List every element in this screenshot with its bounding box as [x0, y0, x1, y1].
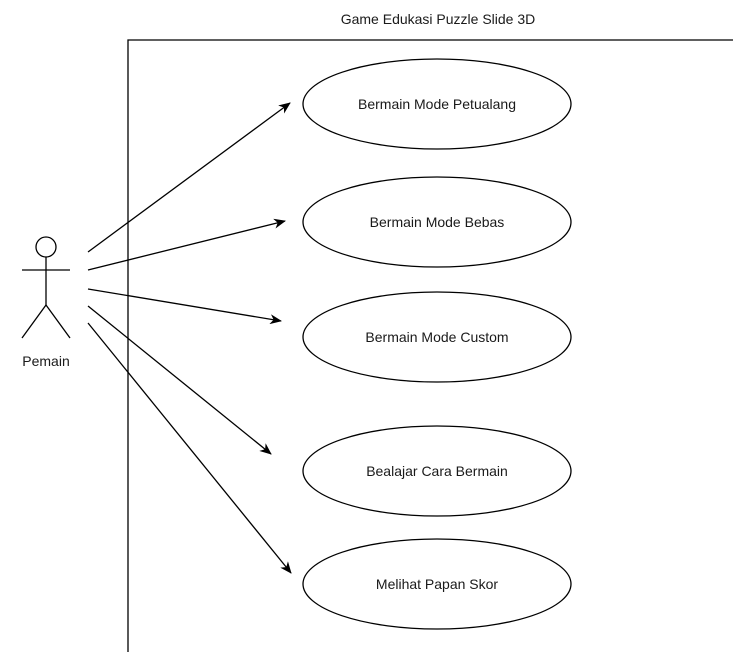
use-case-label: Bermain Mode Custom — [365, 329, 508, 345]
use-case-label: Bermain Mode Petualang — [358, 96, 516, 112]
associations — [87, 102, 292, 574]
actor-head — [35, 236, 57, 258]
use-case-ellipse — [302, 291, 572, 383]
actor-name: Pemain — [22, 353, 69, 369]
association-melihat-papan-skor — [87, 322, 292, 574]
use-case-bermain-mode-bebas[interactable]: Bermain Mode Bebas — [302, 176, 572, 268]
association-bermain-mode-bebas — [87, 218, 286, 271]
use-case-bermain-mode-petualang[interactable]: Bermain Mode Petualang — [302, 58, 572, 150]
association-bealajar-cara-bermain — [87, 305, 272, 455]
use-case-label: Bermain Mode Bebas — [370, 214, 505, 230]
actor-right-leg — [45, 304, 71, 339]
association-bermain-mode-petualang — [87, 102, 291, 253]
use-case-bermain-mode-custom[interactable]: Bermain Mode Custom — [302, 291, 572, 383]
system-boundary: Game Edukasi Puzzle Slide 3D — [127, 11, 733, 652]
actor-pemain[interactable]: Pemain — [21, 236, 71, 369]
use-case-melihat-papan-skor[interactable]: Melihat Papan Skor — [302, 538, 572, 630]
use-case-label: Melihat Papan Skor — [376, 576, 499, 592]
use-case-label: Bealajar Cara Bermain — [366, 463, 508, 479]
actor-left-leg — [21, 304, 47, 339]
use-case-ellipse — [302, 538, 572, 630]
association-bermain-mode-custom — [87, 288, 282, 325]
use-case-ellipse — [302, 58, 572, 150]
system-title: Game Edukasi Puzzle Slide 3D — [341, 11, 536, 27]
system-boundary-frame — [127, 39, 733, 652]
use-case-ellipse — [302, 176, 572, 268]
use-case-bealajar-cara-bermain[interactable]: Bealajar Cara Bermain — [302, 425, 572, 517]
use-case-ellipse — [302, 425, 572, 517]
